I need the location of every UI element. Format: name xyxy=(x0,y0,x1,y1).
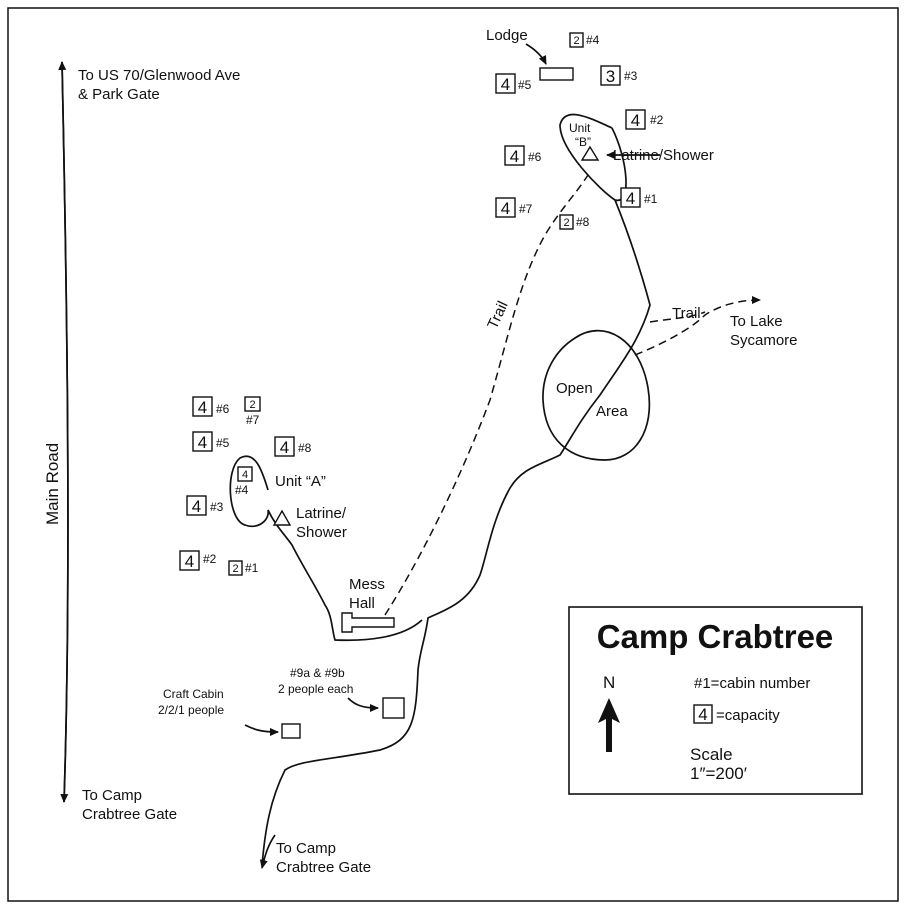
cabin-b-2: 4 #2 xyxy=(625,109,664,130)
svg-text:#2: #2 xyxy=(650,113,664,127)
cabin-b-5: 4 #5 xyxy=(495,73,532,94)
mess-hall-building xyxy=(341,612,395,633)
unit-b-label-line1: Unit xyxy=(569,121,591,135)
cabin-b-1: 4 #1 xyxy=(620,187,658,208)
svg-text:4: 4 xyxy=(185,552,194,571)
svg-text:#2: #2 xyxy=(203,552,217,566)
map-title: Camp Crabtree xyxy=(597,618,834,655)
svg-text:4: 4 xyxy=(192,497,201,516)
svg-text:4: 4 xyxy=(280,438,289,457)
map-frame xyxy=(7,7,899,902)
main-road xyxy=(58,61,69,803)
svg-text:#4: #4 xyxy=(235,483,249,497)
cabin-a-1: 2 #1 xyxy=(228,560,259,576)
cabin-a-3: 4 #3 xyxy=(186,495,224,516)
cabins-9-building xyxy=(382,697,405,719)
cabin-b-4: 2 #4 xyxy=(569,32,600,48)
latrine-a-icon xyxy=(272,509,292,526)
trail-to-unit-b xyxy=(384,174,589,616)
camp-road xyxy=(261,113,651,867)
scale-title: Scale xyxy=(690,745,733,764)
svg-text:4: 4 xyxy=(198,433,207,452)
latrine-a-label-line1: Latrine/ xyxy=(296,505,347,522)
svg-text:4: 4 xyxy=(501,75,510,94)
svg-text:#1: #1 xyxy=(245,561,259,575)
capacity-key: =capacity xyxy=(716,707,780,724)
cabin-a-8: 4 #8 xyxy=(274,436,312,457)
svg-text:2: 2 xyxy=(232,563,238,575)
trail-to-lake xyxy=(634,296,761,356)
svg-text:#3: #3 xyxy=(624,69,638,83)
svg-text:2: 2 xyxy=(249,399,255,411)
svg-text:4: 4 xyxy=(242,469,248,481)
mess-hall-label-line1: Mess xyxy=(349,576,385,593)
svg-text:4: 4 xyxy=(631,111,640,130)
latrine-b-icon xyxy=(580,145,600,161)
trail-label-lake: Trail xyxy=(672,305,701,322)
lodge-label: Lodge xyxy=(486,27,528,44)
svg-text:2: 2 xyxy=(573,35,579,47)
scale-value: 1″=200′ xyxy=(690,764,747,783)
cabin-a-2: 4 #2 xyxy=(179,550,217,571)
svg-text:#5: #5 xyxy=(518,78,532,92)
svg-text:#6: #6 xyxy=(528,150,542,164)
cabin-b-8: 2 #8 xyxy=(559,214,590,230)
svg-text:#1: #1 xyxy=(644,192,658,206)
svg-text:4: 4 xyxy=(510,147,519,166)
unit-b-label-line2: “B” xyxy=(575,135,591,149)
cabin-b-3: 3 #3 xyxy=(600,65,638,86)
left-gate-destination-line1: To Camp xyxy=(82,787,142,804)
svg-text:#7: #7 xyxy=(246,413,260,427)
svg-text:4: 4 xyxy=(501,199,510,218)
craft-cabin-label-line1: Craft Cabin xyxy=(163,687,224,701)
cabins-9-label-line1: #9a & #9b xyxy=(290,666,345,680)
lake-destination-line2: Sycamore xyxy=(730,332,798,349)
unit-a-label: Unit “A” xyxy=(275,473,326,490)
svg-text:#3: #3 xyxy=(210,500,224,514)
north-arrow-icon xyxy=(598,698,620,752)
top-destination-line2: & Park Gate xyxy=(78,86,160,103)
open-area-label-line2: Area xyxy=(596,403,628,420)
svg-text:4: 4 xyxy=(198,398,207,417)
svg-text:2: 2 xyxy=(563,217,569,229)
cabins-9-label-line2: 2 people each xyxy=(278,682,353,696)
mess-hall-label-line2: Hall xyxy=(349,595,375,612)
lake-destination-line1: To Lake xyxy=(730,313,783,330)
svg-text:#8: #8 xyxy=(298,441,312,455)
trail-label-main: Trail xyxy=(484,299,511,332)
svg-text:#6: #6 xyxy=(216,402,230,416)
north-label: N xyxy=(603,673,615,692)
craft-cabin-building xyxy=(281,723,301,739)
latrine-a-label-line2: Shower xyxy=(296,524,347,541)
svg-text:#8: #8 xyxy=(576,215,590,229)
cabin-a-7: 2 #7 xyxy=(244,396,261,427)
svg-text:#5: #5 xyxy=(216,436,230,450)
open-area-label-line1: Open xyxy=(556,380,593,397)
craft-cabin-label-line2: 2/2/1 people xyxy=(158,703,224,717)
cabin-a-5: 4 #5 xyxy=(192,431,230,452)
road-gate-destination-line1: To Camp xyxy=(276,840,336,857)
open-area xyxy=(542,329,651,461)
cabin-b-7: 4 #7 xyxy=(495,197,533,218)
capacity-sample: 4 xyxy=(698,705,707,724)
cabin-b-6: 4 #6 xyxy=(504,145,542,166)
top-destination-line1: To US 70/Glenwood Ave xyxy=(78,67,240,84)
unit-a-loop xyxy=(229,455,423,642)
latrine-b-label: Latrine/Shower xyxy=(613,147,714,164)
svg-text:#4: #4 xyxy=(586,33,600,47)
lodge-building xyxy=(539,67,574,81)
cabin-number-key: #1=cabin number xyxy=(694,675,810,692)
cabin-a-4: 4 #4 xyxy=(235,466,253,497)
road-gate-destination-line2: Crabtree Gate xyxy=(276,859,371,876)
cabin-a-6: 4 #6 xyxy=(192,396,230,417)
legend-box: Camp Crabtree N #1=cabin number 4 =capac… xyxy=(568,606,863,795)
main-road-label: Main Road xyxy=(43,443,62,525)
svg-text:#7: #7 xyxy=(519,202,533,216)
left-gate-destination-line2: Crabtree Gate xyxy=(82,806,177,823)
svg-text:3: 3 xyxy=(606,67,615,86)
svg-text:4: 4 xyxy=(626,189,635,208)
